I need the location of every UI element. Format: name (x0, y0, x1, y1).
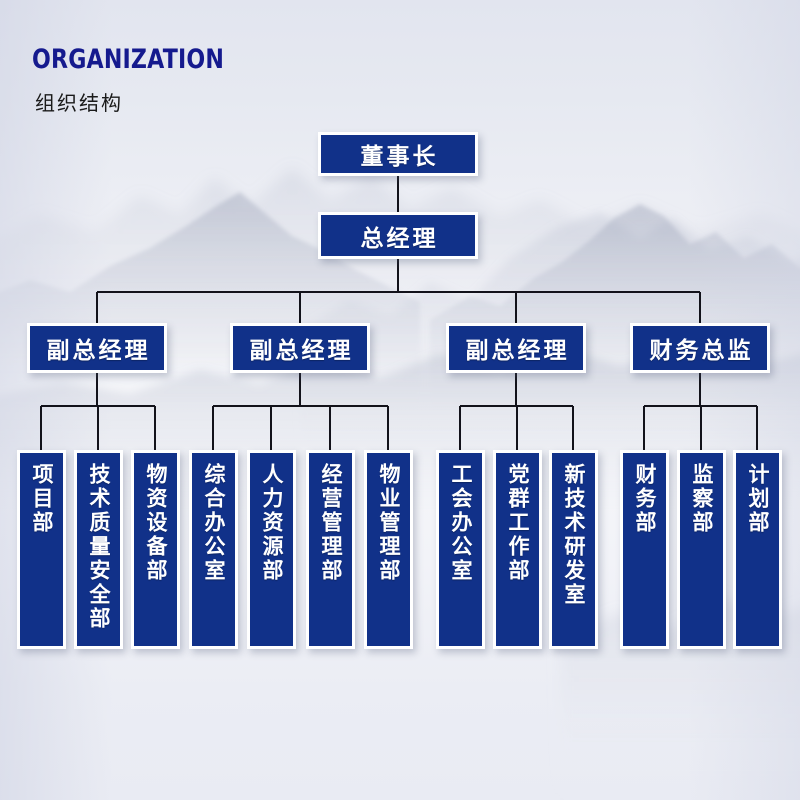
node-new-tech-rd-office[interactable]: 新技术研发室 (549, 450, 598, 649)
node-property-mgmt-dept-label: 物业管理部 (377, 463, 401, 583)
node-supervision-dept[interactable]: 监察部 (677, 450, 726, 649)
node-operations-mgmt-dept-label: 经营管理部 (319, 463, 343, 583)
node-deputy-gm-3[interactable]: 副总经理 (446, 323, 586, 373)
node-union-office[interactable]: 工会办公室 (436, 450, 485, 649)
node-hr-dept[interactable]: 人力资源部 (247, 450, 296, 649)
node-deputy-gm-3-label: 副总经理 (465, 338, 570, 364)
node-general-manager-label: 总经理 (360, 225, 439, 252)
node-planning-dept-label: 计划部 (746, 463, 770, 535)
node-materials-equipment-dept[interactable]: 物资设备部 (131, 450, 180, 649)
node-finance-director[interactable]: 财务总监 (630, 323, 770, 373)
node-supervision-dept-label: 监察部 (690, 463, 714, 535)
node-general-office-label: 综合办公室 (202, 463, 226, 583)
node-chairman-label: 董事长 (360, 144, 439, 170)
node-deputy-gm-1[interactable]: 副总经理 (27, 323, 167, 373)
node-operations-mgmt-dept[interactable]: 经营管理部 (306, 450, 355, 649)
node-finance-director-label: 财务总监 (649, 338, 754, 364)
node-tech-quality-safety-dept-label: 技术质量安全部 (87, 463, 111, 631)
node-property-mgmt-dept[interactable]: 物业管理部 (364, 450, 413, 649)
node-party-work-dept[interactable]: 党群工作部 (493, 450, 542, 649)
node-finance-dept[interactable]: 财务部 (620, 450, 669, 649)
node-deputy-gm-2[interactable]: 副总经理 (230, 323, 370, 373)
node-project-dept-label: 项目部 (30, 463, 54, 535)
node-project-dept[interactable]: 项目部 (17, 450, 66, 649)
node-hr-dept-label: 人力资源部 (260, 463, 284, 583)
page-title-english: ORGANIZATION (32, 44, 225, 75)
node-planning-dept[interactable]: 计划部 (733, 450, 782, 649)
node-new-tech-rd-office-label: 新技术研发室 (562, 463, 586, 607)
node-party-work-dept-label: 党群工作部 (506, 463, 530, 583)
node-general-office[interactable]: 综合办公室 (189, 450, 238, 649)
node-materials-equipment-dept-label: 物资设备部 (144, 463, 168, 583)
node-deputy-gm-2-label: 副总经理 (249, 338, 354, 364)
node-deputy-gm-1-label: 副总经理 (46, 338, 151, 364)
node-union-office-label: 工会办公室 (449, 463, 473, 583)
page-title-chinese: 组织结构 (35, 91, 123, 116)
node-tech-quality-safety-dept[interactable]: 技术质量安全部 (74, 450, 123, 649)
page-header: ORGANIZATION 组织结构 (32, 44, 266, 116)
node-general-manager[interactable]: 总经理 (318, 212, 478, 259)
node-finance-dept-label: 财务部 (633, 463, 657, 535)
node-chairman[interactable]: 董事长 (318, 132, 478, 176)
